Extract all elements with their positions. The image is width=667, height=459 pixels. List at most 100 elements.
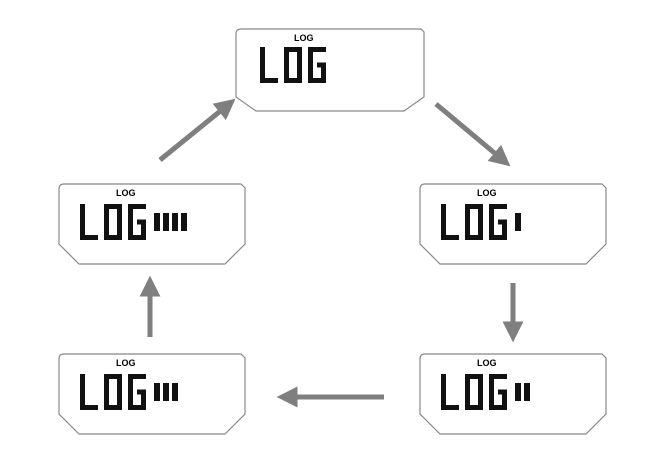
lcd-level-bar: [172, 383, 178, 401]
lcd-segment: [284, 47, 289, 65]
lcd-panel-left-middle: LOG: [58, 183, 246, 265]
lcd-segment: [489, 235, 507, 240]
lcd-segment: [489, 374, 507, 379]
lcd-segment: [465, 405, 483, 410]
lcd-segment: [104, 204, 122, 209]
lcd-display: [441, 374, 530, 410]
lcd-segment: [317, 62, 326, 68]
lcd-panel-right-bottom: LOG: [419, 353, 607, 435]
lcd-segment: [117, 392, 122, 410]
lcd-segment: [80, 374, 85, 392]
lcd-segment: [489, 374, 494, 392]
lcd-segment: [80, 405, 98, 410]
lcd-segment: [498, 389, 507, 395]
lcd-frame: [419, 353, 607, 435]
lcd-segment: [128, 374, 133, 392]
lcd-level-bar: [515, 213, 521, 231]
lcd-level-bar: [154, 383, 160, 401]
lcd-level-bar: [163, 213, 169, 231]
lcd-segment: [465, 204, 483, 209]
lcd-segment: [117, 374, 122, 392]
lcd-segment: [284, 65, 289, 83]
lcd-segment: [465, 374, 483, 379]
lcd-segment: [308, 47, 326, 52]
lcd-segment: [441, 235, 459, 240]
lcd-segment: [441, 374, 446, 392]
lcd-segment: [80, 235, 98, 240]
lcd-segment: [260, 78, 278, 83]
lcd-segment: [104, 235, 122, 240]
lcd-segment: [478, 222, 483, 240]
lcd-segment: [441, 405, 459, 410]
lcd-segment: [80, 204, 85, 222]
arrow-icon: [434, 102, 511, 167]
lcd-level-bar: [181, 213, 187, 231]
lcd-segment: [478, 392, 483, 410]
lcd-segment: [284, 78, 302, 83]
lcd-segment: [489, 222, 494, 240]
lcd-segment: [104, 222, 109, 240]
lcd-segment: [260, 65, 265, 83]
lcd-segment: [80, 392, 85, 410]
arrow-icon: [158, 98, 236, 162]
lcd-segment: [478, 204, 483, 222]
lcd-label: LOG: [294, 33, 314, 43]
lcd-segment: [117, 204, 122, 222]
lcd-segment: [308, 65, 313, 83]
lcd-display: [260, 47, 326, 83]
lcd-segment: [465, 235, 483, 240]
lcd-level-bar: [172, 213, 178, 231]
lcd-segment: [141, 392, 146, 410]
lcd-segment: [128, 204, 146, 209]
lcd-segment: [284, 47, 302, 52]
lcd-display: [80, 204, 187, 240]
lcd-segment: [260, 47, 265, 65]
lcd-segment: [465, 392, 470, 410]
lcd-segment: [321, 65, 326, 83]
lcd-segment: [465, 222, 470, 240]
lcd-segment: [297, 47, 302, 65]
lcd-segment: [117, 222, 122, 240]
lcd-label: LOG: [116, 188, 136, 198]
lcd-label: LOG: [116, 358, 136, 368]
lcd-level-bar: [154, 213, 160, 231]
lcd-segment: [308, 47, 313, 65]
lcd-segment: [104, 374, 122, 379]
lcd-segment: [465, 374, 470, 392]
lcd-panel-top: LOG: [235, 28, 425, 112]
lcd-frame: [235, 28, 425, 112]
lcd-segment: [128, 405, 146, 410]
lcd-panel-right-middle: LOG: [419, 183, 607, 265]
lcd-segment: [502, 392, 507, 410]
lcd-display: [80, 374, 178, 410]
lcd-label: LOG: [477, 188, 497, 198]
lcd-segment: [489, 204, 507, 209]
lcd-frame: [419, 183, 607, 265]
lcd-display: [441, 204, 521, 240]
lcd-segment: [128, 204, 133, 222]
lcd-segment: [489, 392, 494, 410]
lcd-segment: [128, 374, 146, 379]
lcd-segment: [104, 204, 109, 222]
lcd-segment: [104, 374, 109, 392]
lcd-level-bar: [163, 383, 169, 401]
lcd-segment: [104, 392, 109, 410]
lcd-segment: [128, 235, 146, 240]
lcd-segment: [502, 222, 507, 240]
lcd-segment: [137, 389, 146, 395]
lcd-segment: [441, 204, 446, 222]
lcd-segment: [104, 405, 122, 410]
lcd-frame: [58, 353, 246, 435]
lcd-segment: [141, 222, 146, 240]
lcd-segment: [498, 219, 507, 225]
lcd-segment: [80, 222, 85, 240]
lcd-segment: [441, 392, 446, 410]
lcd-segment: [441, 222, 446, 240]
lcd-label: LOG: [477, 358, 497, 368]
lcd-segment: [297, 65, 302, 83]
lcd-segment: [478, 374, 483, 392]
lcd-segment: [137, 219, 146, 225]
lcd-frame: [58, 183, 246, 265]
lcd-level-bar: [515, 383, 521, 401]
lcd-level-bar: [524, 383, 530, 401]
